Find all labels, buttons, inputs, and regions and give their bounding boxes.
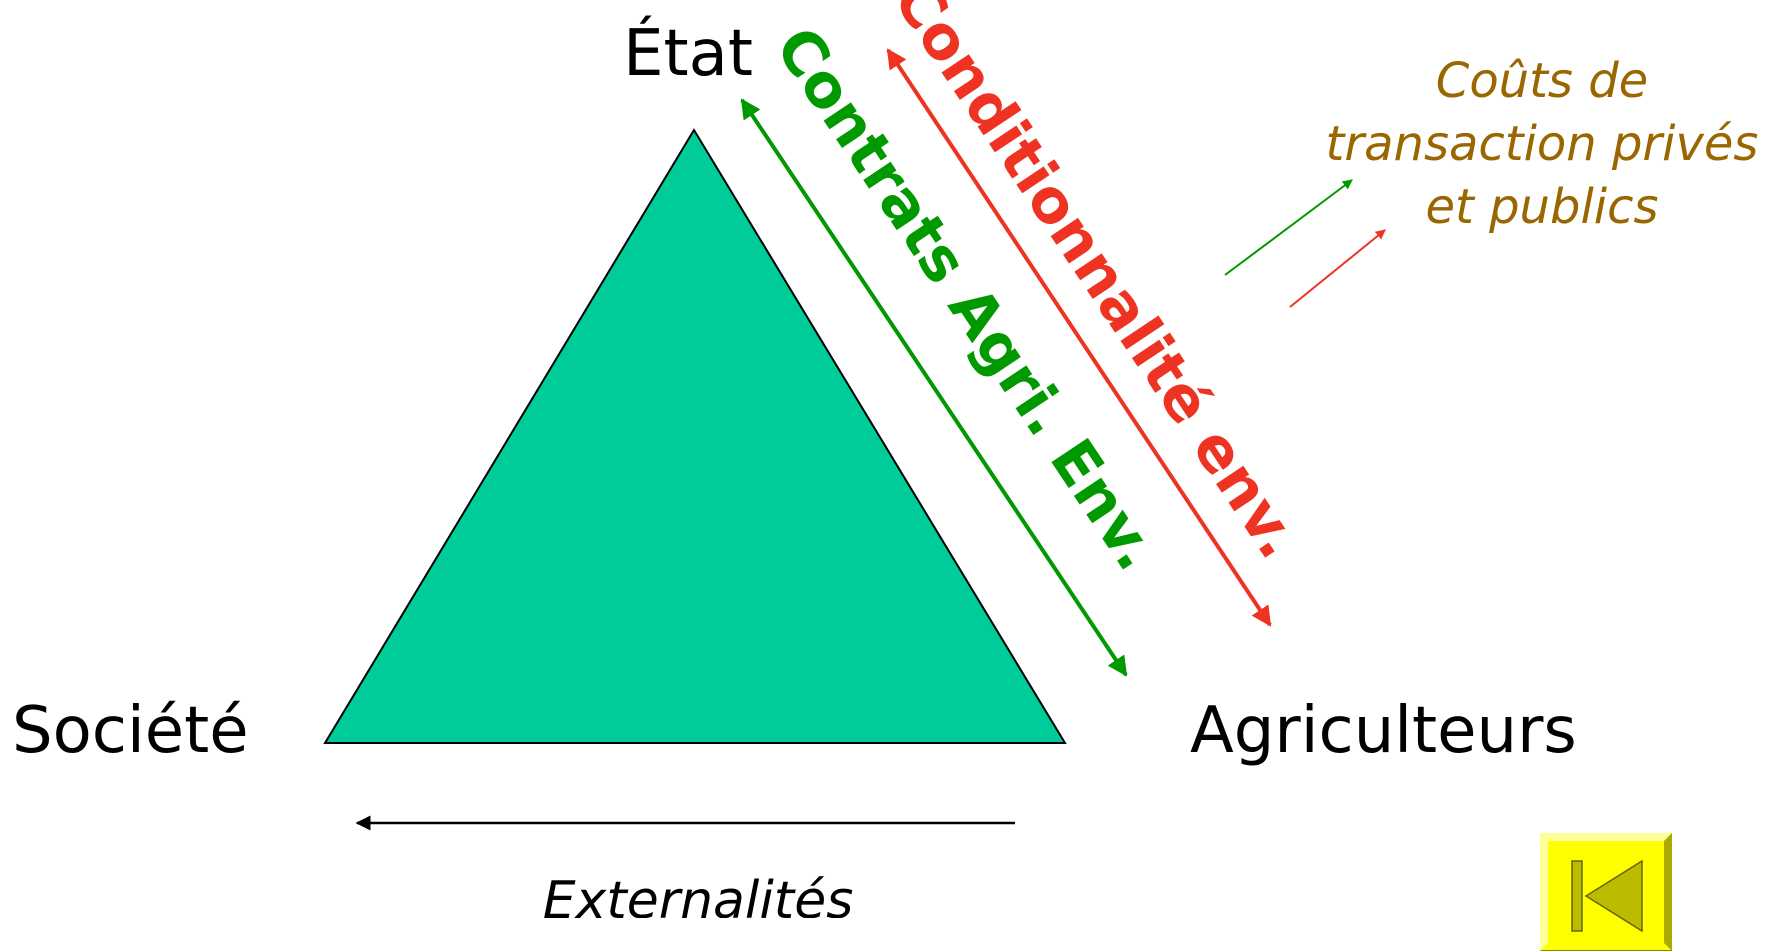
costs-note-line3: et publics [1425,179,1658,235]
externalites-label: Externalités [543,871,854,918]
first-slide-button[interactable] [1540,833,1672,951]
conditionnalite-arrow [886,48,1272,627]
node-agriculteurs: Agriculteurs [1190,694,1577,768]
cost-arrow-green [1224,179,1353,276]
node-etat: État [623,15,753,91]
triangle-diagram: État Société Agriculteurs Contrats Agri.… [12,0,1759,918]
costs-note-line1: Coûts de [1436,53,1648,109]
costs-note-line2: transaction privés [1326,116,1759,172]
first-slide-icon [1571,859,1643,933]
node-societe: Société [12,694,249,768]
cost-arrow-red [1289,229,1386,308]
